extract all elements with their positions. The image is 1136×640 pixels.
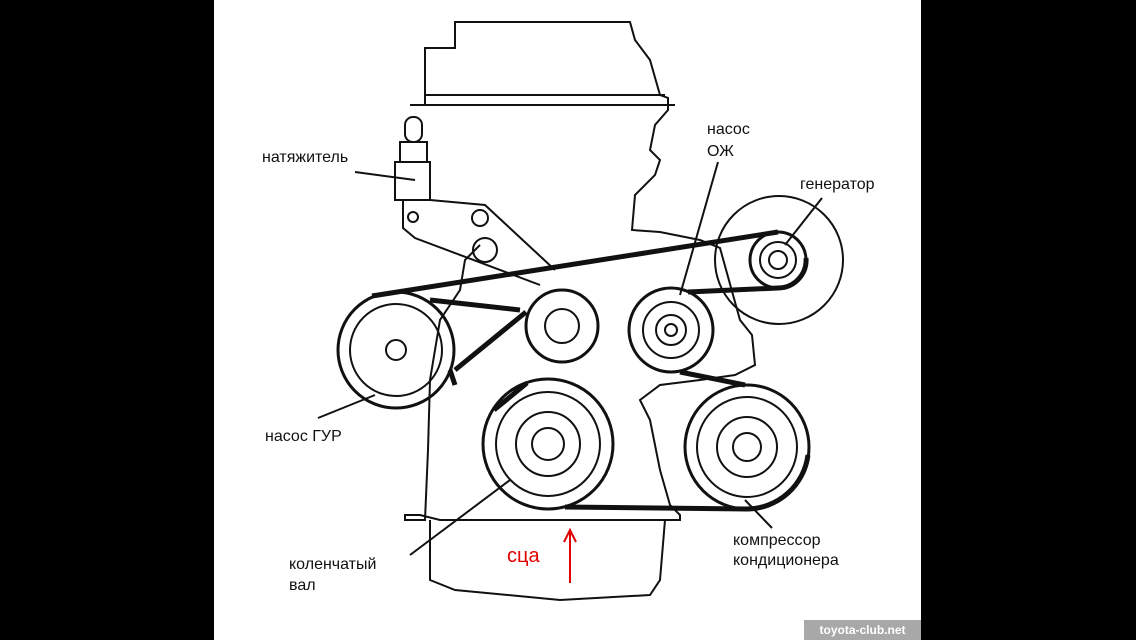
label-ps-pump: насос ГУР [265,428,342,445]
generator-pulley [714,195,844,325]
annotation-arrow [563,527,577,583]
crankshaft-pulley [481,377,615,511]
annotation-text: сца [507,545,540,567]
label-water-pump-2: ОЖ [707,143,734,160]
label-crankshaft-2: вал [289,577,316,594]
leader-lines [317,161,823,556]
ps-pump-pulley [336,290,456,410]
engine-outline [404,21,757,602]
tensioner [394,116,556,286]
label-ac-2: кондиционера [733,552,839,569]
watermark: toyota-club.net [804,620,921,640]
label-crankshaft-1: коленчатый [289,556,377,573]
label-generator: генератор [800,176,875,193]
label-tensioner: натяжитель [262,149,349,166]
idler-pulley [524,288,600,364]
water-pump-pulley [627,286,715,374]
label-ac-1: компрессор [733,532,821,549]
label-water-pump-1: насос [707,121,750,138]
